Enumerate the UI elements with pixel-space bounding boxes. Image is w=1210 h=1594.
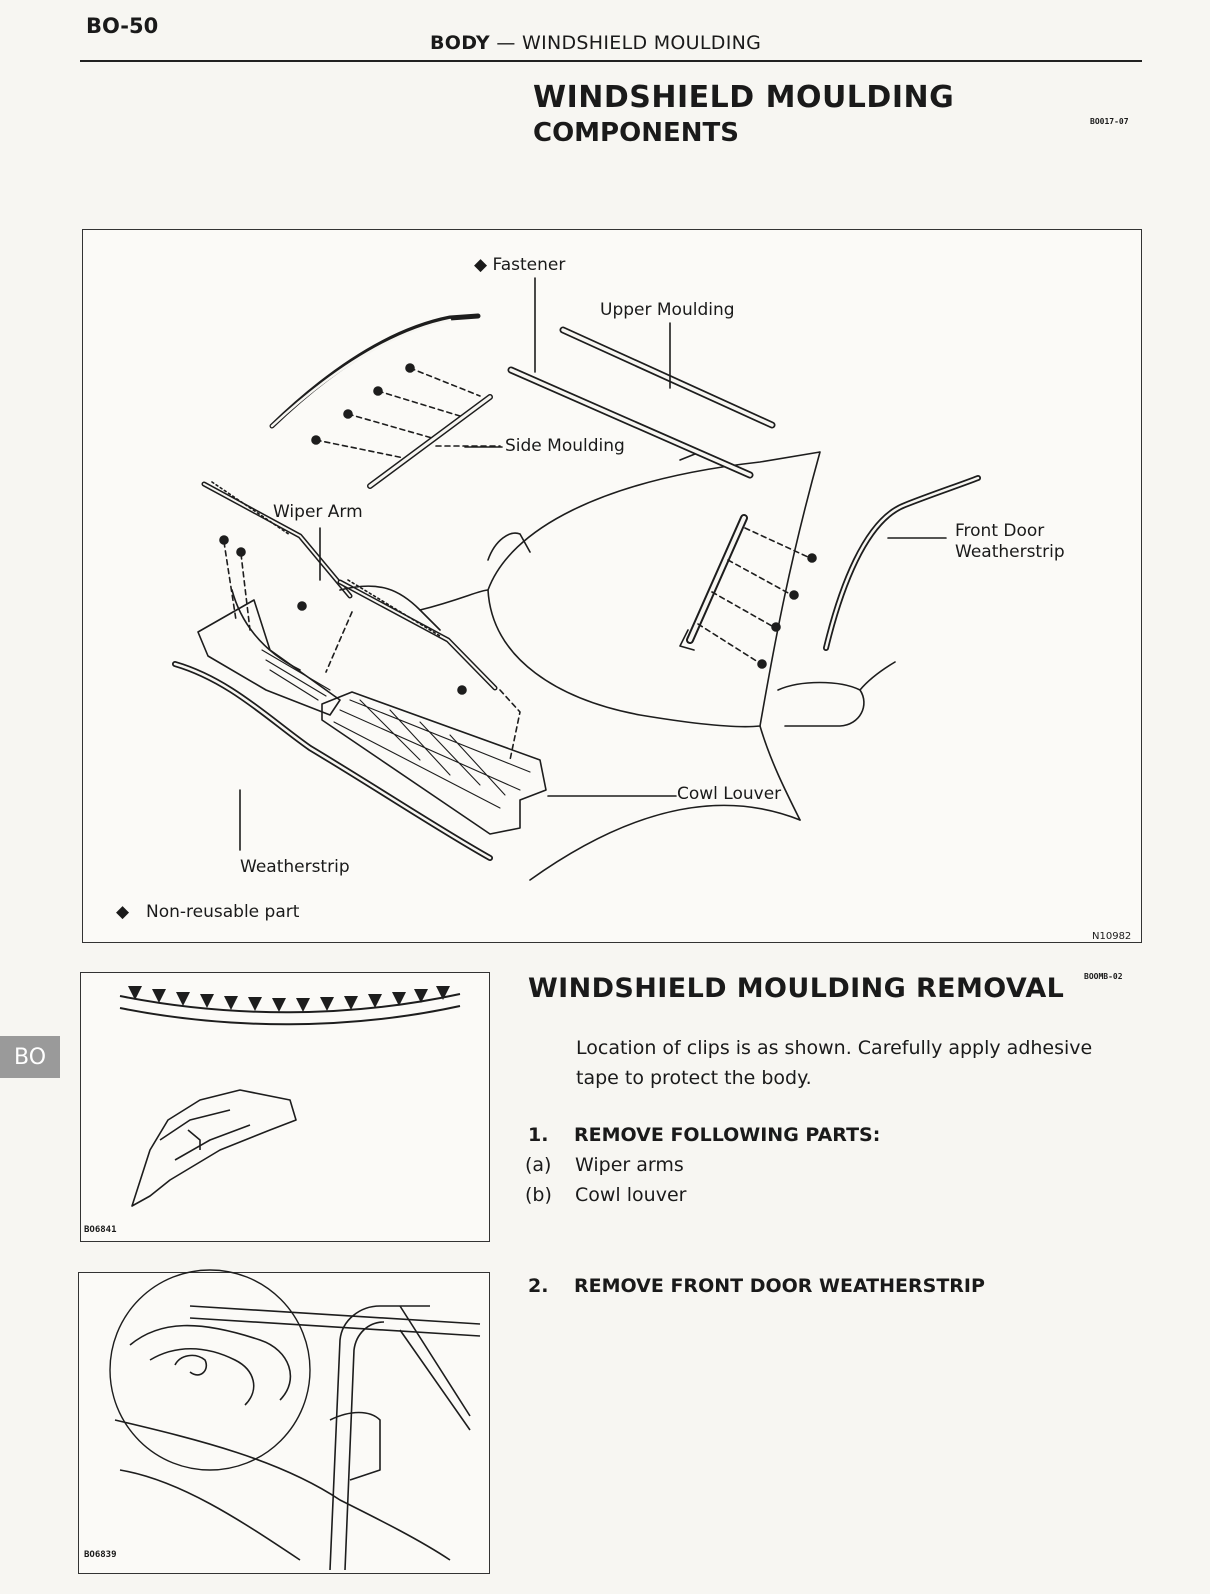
components-code: BO017-07	[1090, 117, 1129, 126]
door-weatherstrip-figure	[78, 1272, 490, 1574]
removal-intro-line2: tape to protect the body.	[576, 1067, 812, 1089]
step1a-mark: (a)	[525, 1154, 552, 1176]
label-wiper-arm: Wiper Arm	[273, 502, 363, 522]
legend-marker: ◆	[116, 902, 130, 922]
step2-text: REMOVE FRONT DOOR WEATHERSTRIP	[574, 1275, 985, 1297]
components-figure-id: N10982	[1092, 931, 1132, 942]
clip-figure-id: BO6841	[84, 1225, 117, 1235]
header-topic: WINDSHIELD MOULDING	[521, 32, 762, 54]
mirror-left	[487, 532, 531, 561]
step2-number: 2.	[528, 1275, 549, 1297]
removal-title: WINDSHIELD MOULDING REMOVAL	[528, 973, 1065, 1004]
label-weatherstrip: Weatherstrip	[240, 857, 350, 877]
page-number: BO-50	[86, 14, 159, 38]
label-upper-moulding: Upper Moulding	[600, 300, 735, 320]
door-figure-id: BO6839	[84, 1550, 117, 1560]
label-side-moulding: Side Moulding	[505, 436, 625, 456]
page-subtitle: COMPONENTS	[533, 118, 739, 148]
windshield-glass	[487, 451, 821, 728]
removal-code: BOOMB-02	[1084, 972, 1123, 981]
step1b-mark: (b)	[525, 1184, 552, 1206]
step1a-text: Wiper arms	[575, 1154, 684, 1176]
running-header: BODY — WINDSHIELD MOULDING	[430, 32, 761, 54]
step1-number: 1.	[528, 1124, 549, 1146]
page-title: WINDSHIELD MOULDING	[533, 80, 955, 115]
section-tab: BO	[0, 1036, 60, 1078]
header-section: BODY	[430, 32, 490, 54]
header-rule	[80, 60, 1142, 62]
header-dash: —	[496, 32, 516, 54]
label-cowl-louver: Cowl Louver	[677, 784, 782, 804]
components-figure	[82, 229, 1142, 943]
label-front-door-1: Front Door	[955, 521, 1045, 541]
legend-text: Non-reusable part	[146, 902, 300, 922]
step1-text: REMOVE FOLLOWING PARTS:	[574, 1124, 881, 1146]
label-fastener: ◆ Fastener	[474, 255, 566, 275]
label-front-door-2: Weatherstrip	[955, 542, 1065, 562]
removal-intro-line1: Location of clips is as shown. Carefully…	[576, 1037, 1093, 1059]
step1b-text: Cowl louver	[575, 1184, 687, 1206]
